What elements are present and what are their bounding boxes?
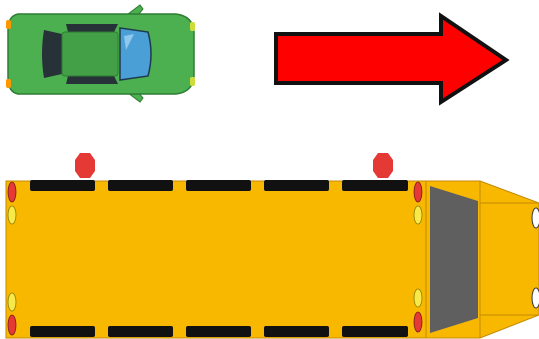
car-windshield-shine <box>124 34 134 50</box>
bus-stripe-top-1 <box>30 180 95 191</box>
bus-windshield <box>430 186 478 333</box>
car-rear-window <box>42 30 62 78</box>
car-rear-light-bottom <box>6 79 11 88</box>
car-rear-light-top <box>6 20 11 29</box>
car-side-window-bottom <box>66 76 118 84</box>
bus-headlight-bottom <box>531 287 539 309</box>
bus-stripe-bottom-1 <box>30 326 95 337</box>
bus-stripe-top-2 <box>108 180 173 191</box>
bus-body <box>5 180 427 339</box>
school-bus <box>5 153 539 339</box>
bus-rear-light-yellow-top <box>7 205 17 225</box>
bus-front-light-red-top <box>413 181 423 203</box>
bus-rear-light-yellow-bottom <box>7 292 17 312</box>
bus-front-light-red-bottom <box>413 311 423 333</box>
car-headlight-top <box>190 22 195 31</box>
bus-stripe-bottom-3 <box>186 326 251 337</box>
direction-arrow <box>274 12 510 106</box>
stop-sign-right <box>373 153 393 178</box>
bus-stripe-bottom-5 <box>342 326 408 337</box>
bus-stripe-top-3 <box>186 180 251 191</box>
bus-front-light-yellow-top <box>413 205 423 225</box>
bus-front-light-yellow-bottom <box>413 288 423 308</box>
bus-stripe-bottom-4 <box>264 326 329 337</box>
car-roof <box>61 31 119 77</box>
bus-headlight-top <box>531 207 539 229</box>
car-headlight-bottom <box>190 77 195 86</box>
bus-rear-light-red-top <box>7 181 17 203</box>
car-windshield <box>119 27 152 81</box>
bus-stripe-top-4 <box>264 180 329 191</box>
stop-sign-left <box>75 153 95 178</box>
bus-stripe-top-5 <box>342 180 408 191</box>
car-side-window-top <box>66 24 118 32</box>
car <box>6 4 195 103</box>
bus-rear-light-red-bottom <box>7 314 17 336</box>
bus-stripe-bottom-2 <box>108 326 173 337</box>
arrow-shape <box>274 12 510 106</box>
